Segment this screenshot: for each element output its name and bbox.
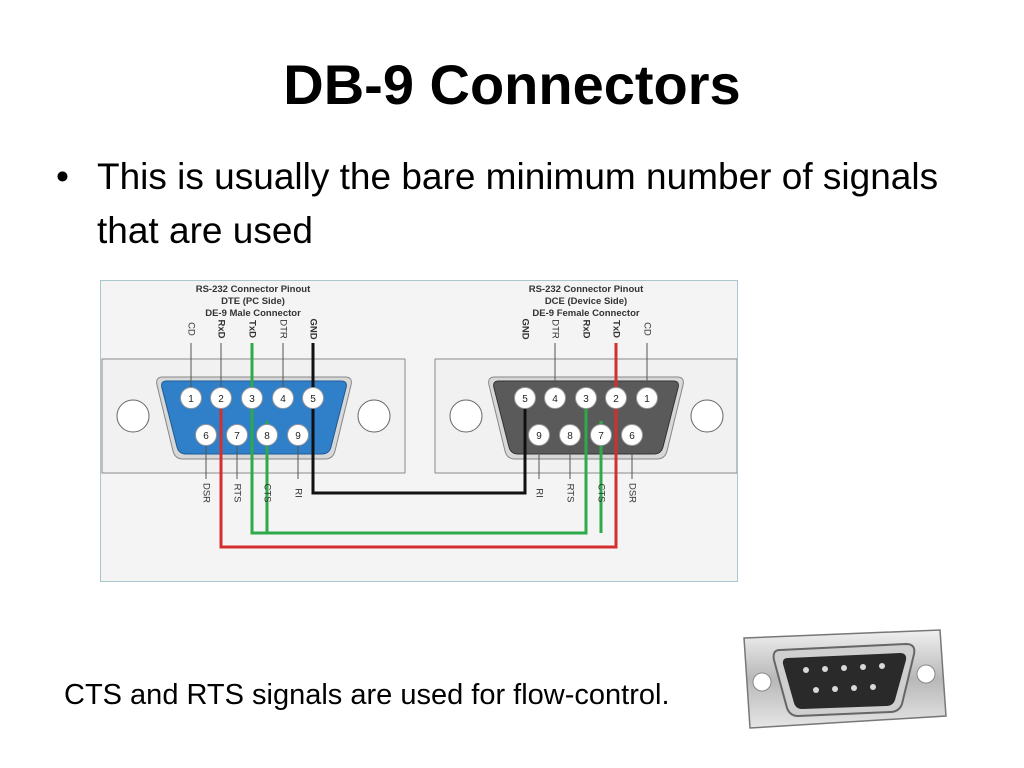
right-pin xyxy=(528,424,550,446)
left-bottom-label: RTS xyxy=(231,484,242,503)
left-top-label: RxD xyxy=(215,319,226,338)
photo-mount-hole-right xyxy=(916,664,936,684)
left-title-line: DTE (PC Side) xyxy=(221,296,285,307)
left-pin-number: 7 xyxy=(234,431,240,442)
left-title-line: RS-232 Connector Pinout xyxy=(196,284,311,295)
right-title-line: RS-232 Connector Pinout xyxy=(529,284,644,295)
left-bottom-label: RI xyxy=(292,488,303,498)
right-pin xyxy=(544,387,566,409)
right-pin-number: 1 xyxy=(644,394,650,405)
left-pin-number: 4 xyxy=(280,394,286,405)
left-title-line: DE-9 Male Connector xyxy=(205,308,301,319)
right-bottom-label: RI xyxy=(533,488,544,498)
left-pin-number: 2 xyxy=(218,394,224,405)
left-top-leaders xyxy=(190,343,284,389)
right-top-label: GND xyxy=(519,318,530,339)
right-bottom-label: DSR xyxy=(626,483,637,503)
right-top-label: CD xyxy=(641,322,652,336)
left-pin xyxy=(241,387,263,409)
right-pin-number: 8 xyxy=(567,431,573,442)
photo-pins xyxy=(803,663,885,693)
right-pin xyxy=(636,387,658,409)
left-pin xyxy=(256,424,278,446)
flow-control-caption: CTS and RTS signals are used for flow-co… xyxy=(64,679,670,711)
left-bottom-leaders xyxy=(205,446,299,479)
right-pin-number: 6 xyxy=(629,431,635,442)
bullet-text: This is usually the bare minimum number … xyxy=(97,156,939,251)
left-top-label: DTR xyxy=(277,319,288,339)
right-pin xyxy=(590,424,612,446)
txd-to-rxd-wire xyxy=(250,343,588,535)
left-pin-number: 6 xyxy=(203,431,209,442)
right-top-signal-labels: GND DTR RxD TxD CD xyxy=(519,318,652,339)
right-pin-number: 9 xyxy=(536,431,542,442)
right-pin xyxy=(514,387,536,409)
slide-title: DB-9 Connectors xyxy=(283,53,741,116)
left-top-label: CD xyxy=(185,322,196,336)
right-pin-number: 2 xyxy=(613,394,619,405)
left-pin-number: 9 xyxy=(295,431,301,442)
pinout-diagram: 1 2 3 4 5 6 7 8 9 5 4 3 2 1 9 8 7 6 RS-232 Connector Pin… xyxy=(100,280,738,582)
right-top-label: RxD xyxy=(580,319,591,338)
left-top-signal-labels: CD RxD TxD DTR GND xyxy=(185,318,318,339)
right-pin-number: 4 xyxy=(552,394,558,405)
left-bottom-label: DSR xyxy=(200,483,211,503)
right-pin xyxy=(559,424,581,446)
left-mount-hole-right xyxy=(357,399,391,433)
right-bottom-label: RTS xyxy=(564,484,575,503)
photo-mount-hole-left xyxy=(752,672,772,692)
left-pin xyxy=(226,424,248,446)
right-pin xyxy=(605,387,627,409)
left-pin-number: 5 xyxy=(310,394,316,405)
right-pins: 5 4 3 2 1 9 8 7 6 xyxy=(514,387,658,446)
right-bottom-signal-labels: RI RTS CTS DSR xyxy=(533,483,637,503)
left-pin xyxy=(287,424,309,446)
right-title-line: DCE (Device Side) xyxy=(545,296,627,307)
right-pin-number: 5 xyxy=(522,394,528,405)
right-mount-hole-right xyxy=(690,399,724,433)
right-pin xyxy=(621,424,643,446)
left-pin-number: 3 xyxy=(249,394,255,405)
db9-connector-photo xyxy=(743,629,947,729)
left-bottom-signal-labels: DSR RTS CTS RI xyxy=(200,483,303,503)
right-top-label: TxD xyxy=(610,320,621,338)
left-pin xyxy=(272,387,294,409)
left-top-label: TxD xyxy=(246,320,257,338)
left-pins: 1 2 3 4 5 6 7 8 9 xyxy=(180,387,324,446)
left-mount-hole-left xyxy=(116,399,150,433)
left-pin xyxy=(210,387,232,409)
left-pin xyxy=(195,424,217,446)
pinout-diagram-svg: 1 2 3 4 5 6 7 8 9 5 4 3 2 1 9 8 7 6 RS-232 Connector Pin… xyxy=(101,284,738,549)
right-mount-hole-left xyxy=(449,399,483,433)
right-pin-number: 3 xyxy=(583,394,589,405)
right-pin xyxy=(575,387,597,409)
right-top-leaders xyxy=(554,343,648,389)
left-bottom-label: CTS xyxy=(261,484,272,503)
left-pin-number: 8 xyxy=(264,431,270,442)
left-top-label: GND xyxy=(307,318,318,339)
right-bottom-label: CTS xyxy=(595,484,606,503)
left-pin xyxy=(302,387,324,409)
left-pin-number: 1 xyxy=(188,394,194,405)
rxd-to-txd-wire xyxy=(219,343,618,549)
photo-insert xyxy=(782,653,907,709)
right-bottom-leaders xyxy=(538,446,633,479)
bullet-marker: • xyxy=(56,156,69,197)
right-pin-number: 7 xyxy=(598,431,604,442)
left-pin xyxy=(180,387,202,409)
right-title-line: DE-9 Female Connector xyxy=(532,308,639,319)
ground-wire xyxy=(311,343,527,495)
right-top-label: DTR xyxy=(549,319,560,339)
